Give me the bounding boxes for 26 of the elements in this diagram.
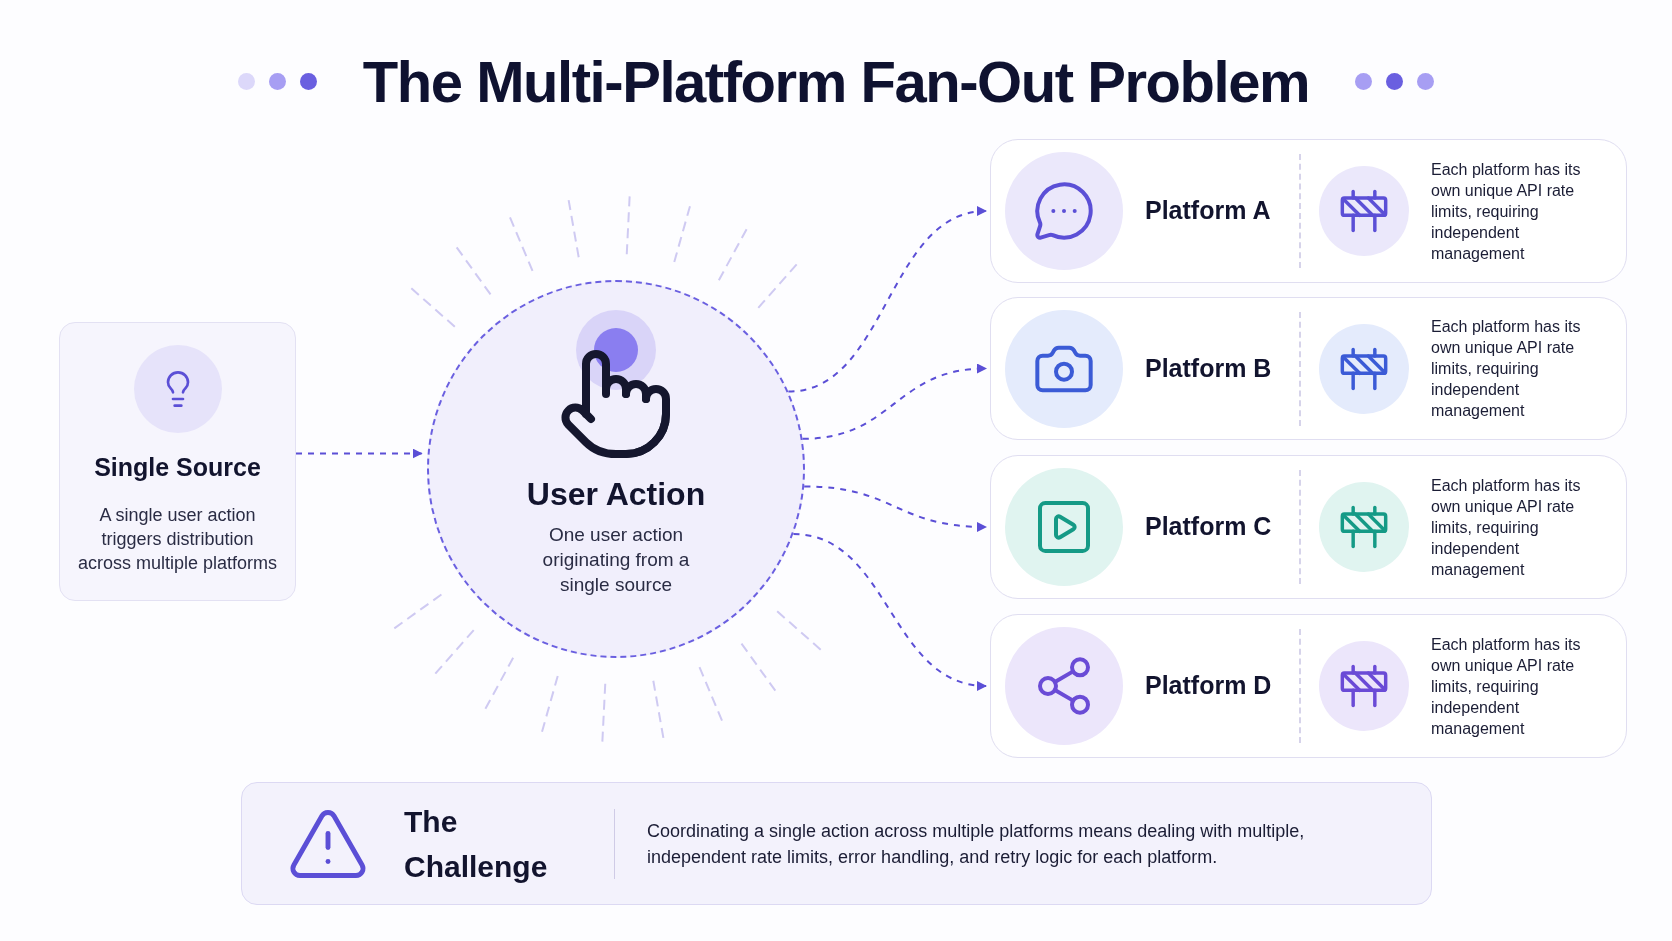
platform-name: Platform D (1145, 670, 1273, 702)
platform-card (990, 614, 1627, 758)
dashed-arrow (295, 448, 423, 459)
banner-text: Coordinating a single action across multiple platforms means dealing with multiple, independent rate limits, error handling, and retry logic for each platform. (647, 819, 1306, 869)
circle-title: User Action (526, 475, 706, 514)
challenge-banner (241, 782, 1432, 905)
dashed-arrow (803, 485, 987, 532)
source-card (59, 322, 296, 601)
platform-name: Platform C (1145, 511, 1273, 543)
platform-name: Platform A (1145, 195, 1272, 227)
platform-description: Each platform has its own unique API rate limits, requiring independent management (1431, 475, 1582, 580)
circle-description: One user action originating from a single source (541, 523, 691, 597)
title: The Multi-Platform Fan-Out Problem (362, 48, 1310, 116)
platform-name: Platform B (1145, 352, 1273, 384)
platform-description: Each platform has its own unique API rate limits, requiring independent management (1431, 634, 1582, 739)
platform-card (990, 139, 1627, 283)
platform-description: Each platform has its own unique API rate limits, requiring independent management (1431, 317, 1582, 421)
banner-title: The Challenge (404, 803, 549, 885)
platform-card (990, 297, 1627, 440)
dashed-arrow (801, 364, 987, 440)
dashed-arrow (792, 533, 987, 690)
card-title: Single Source (94, 452, 261, 483)
card-description: A single user action triggers distribution across multiple platforms (76, 503, 279, 575)
platform-card (990, 455, 1627, 599)
platform-description: Each platform has its own unique API rate limits, requiring independent management (1431, 159, 1582, 264)
dashed-arrow (787, 207, 987, 393)
